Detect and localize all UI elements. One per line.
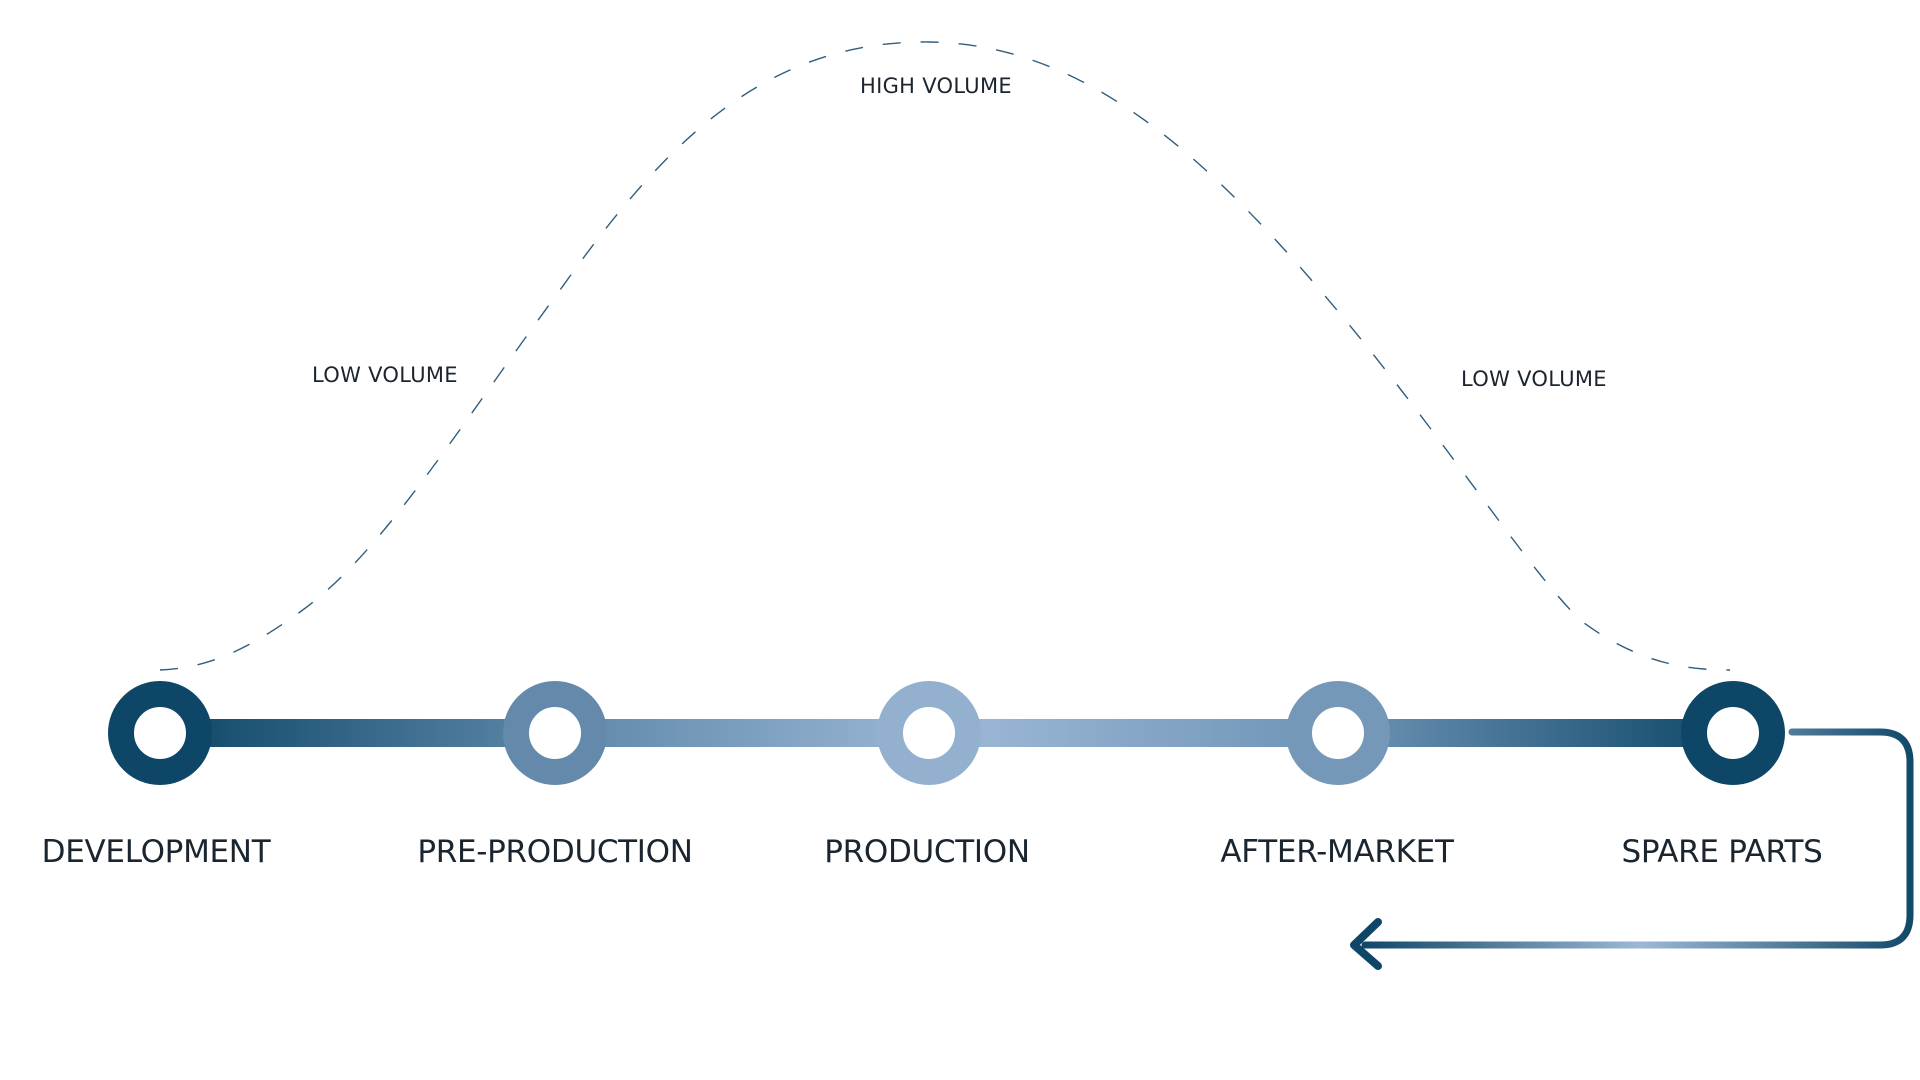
stage-node-pre-production	[503, 681, 607, 785]
stage-node-after-market	[1286, 681, 1390, 785]
stage-node-development	[108, 681, 212, 785]
stage-node-production	[877, 681, 981, 785]
stage-label-development: DEVELOPMENT	[42, 834, 272, 870]
stage-label-spare-parts: SPARE PARTS	[1621, 834, 1822, 870]
return-arrow-head	[1350, 918, 1382, 970]
return-loop	[1361, 728, 1914, 949]
volume-label-right: LOW VOLUME	[1461, 367, 1607, 391]
stage-label-production: PRODUCTION	[824, 834, 1030, 870]
volume-label-peak: HIGH VOLUME	[860, 74, 1012, 98]
stage-label-pre-production: PRE-PRODUCTION	[417, 834, 692, 870]
volume-label-left: LOW VOLUME	[312, 363, 458, 387]
volume-curve	[159, 41, 1731, 671]
stage-node-spare-parts	[1681, 681, 1785, 785]
stage-label-after-market: AFTER-MARKET	[1220, 834, 1455, 870]
